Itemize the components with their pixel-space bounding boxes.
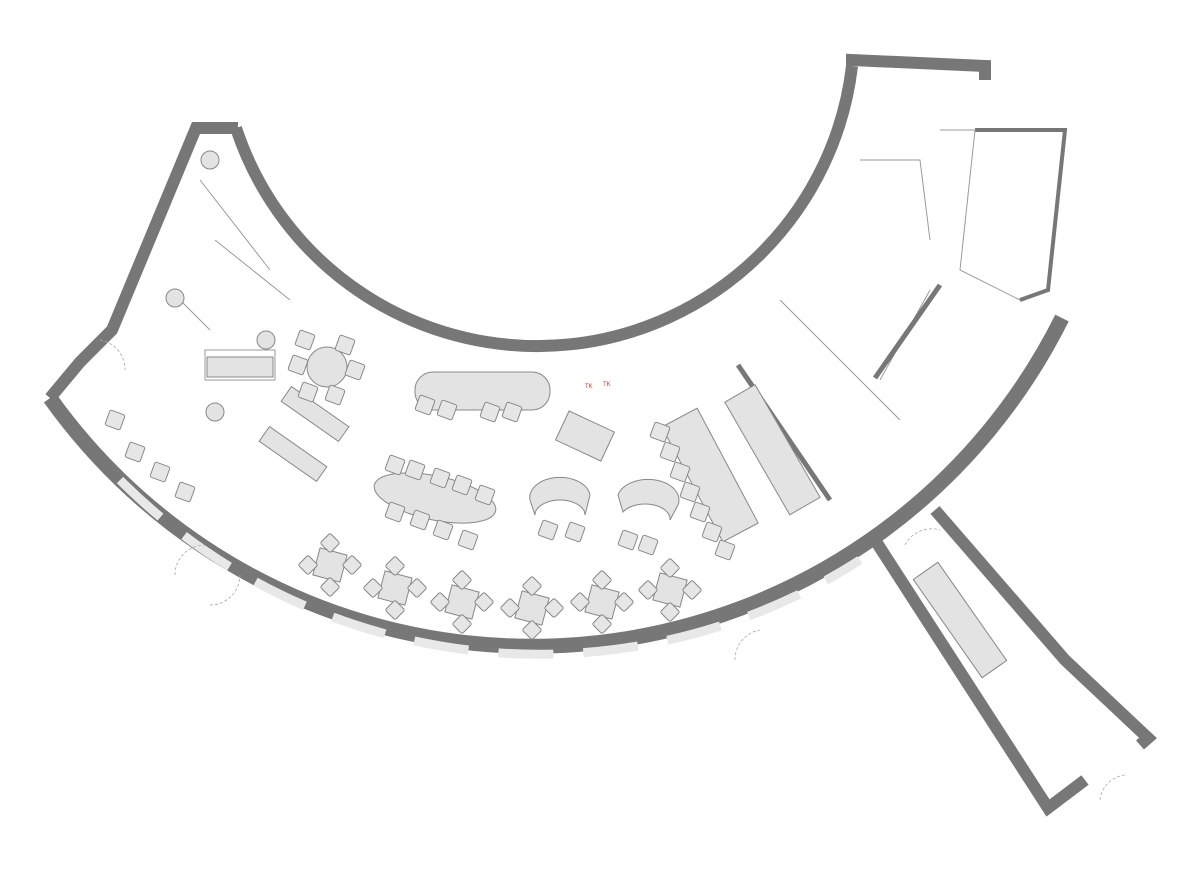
square-table <box>444 584 480 620</box>
chair <box>592 570 612 590</box>
chair <box>407 578 427 598</box>
left-partitions <box>179 179 291 381</box>
outer-windows <box>116 476 863 659</box>
chair <box>570 592 590 612</box>
chair <box>592 614 612 634</box>
round-side-table <box>200 150 220 170</box>
chair <box>638 580 658 600</box>
sofa-booth <box>529 476 591 516</box>
door-swing[interactable] <box>174 544 206 576</box>
chair <box>660 602 680 622</box>
chair <box>324 384 346 406</box>
chair <box>451 474 473 496</box>
side-table <box>554 410 616 462</box>
doors <box>99 339 1126 801</box>
annex-wall <box>859 506 1157 817</box>
chair <box>537 519 559 541</box>
left-wing-wall <box>45 122 238 402</box>
chair <box>430 592 450 612</box>
chair <box>617 529 639 551</box>
chair <box>320 533 340 553</box>
square-table <box>312 547 348 583</box>
chair <box>124 441 146 463</box>
chair <box>679 481 701 503</box>
door-swing[interactable] <box>209 574 241 606</box>
chair <box>385 600 405 620</box>
chair <box>522 620 542 640</box>
door-swing[interactable] <box>734 629 761 661</box>
door-swing[interactable] <box>99 339 126 371</box>
chair <box>689 501 711 523</box>
chair <box>384 501 406 523</box>
chair <box>682 580 702 600</box>
service-partitions <box>779 129 1021 421</box>
right-top-wall <box>846 53 991 80</box>
dining-tables <box>165 150 688 626</box>
chair <box>614 592 634 612</box>
square-table <box>584 584 620 620</box>
shelf-left-2 <box>258 425 328 483</box>
chair <box>334 334 356 356</box>
chair <box>452 614 472 634</box>
chair <box>452 570 472 590</box>
chair <box>294 329 316 351</box>
chair <box>544 598 564 618</box>
chair <box>287 354 309 376</box>
round-table <box>306 346 348 388</box>
label-tk: TK <box>603 382 611 388</box>
chair <box>479 401 501 423</box>
door-swing[interactable] <box>904 528 941 546</box>
shelf-left-1 <box>280 385 350 443</box>
door-swing[interactable] <box>1099 774 1126 801</box>
chair <box>701 521 723 543</box>
chair <box>659 441 681 463</box>
square-table <box>377 570 413 606</box>
right-outer-wall <box>975 128 1068 302</box>
chair <box>474 484 496 506</box>
chair <box>404 459 426 481</box>
chair <box>649 421 671 443</box>
chair <box>714 539 736 561</box>
round-side-table <box>165 288 185 308</box>
chair <box>436 399 458 421</box>
chair <box>174 481 196 503</box>
sofa-booth <box>617 478 680 521</box>
walls <box>43 53 1157 817</box>
chair <box>149 461 171 483</box>
label-tk: TK <box>585 384 593 390</box>
chair <box>500 598 520 618</box>
chair <box>637 534 659 556</box>
chair <box>297 381 319 403</box>
bar-counter <box>414 371 551 411</box>
chair <box>474 592 494 612</box>
outer-curved-wall <box>43 314 1069 654</box>
storage-rack <box>912 561 1008 679</box>
chair <box>344 359 366 381</box>
chair <box>457 529 479 551</box>
chair <box>429 467 451 489</box>
round-side-table <box>256 330 276 350</box>
inner-curved-wall <box>230 65 858 353</box>
chair <box>564 521 586 543</box>
chair <box>363 578 383 598</box>
square-table <box>514 590 550 626</box>
reception-desk <box>206 356 274 378</box>
chair <box>409 509 431 531</box>
chair <box>432 519 454 541</box>
chair <box>522 576 542 596</box>
chair <box>385 556 405 576</box>
chairs <box>104 329 736 640</box>
chair <box>342 555 362 575</box>
chair <box>320 577 340 597</box>
chair <box>669 461 691 483</box>
round-side-table <box>205 402 225 422</box>
chair <box>298 555 318 575</box>
kitchen-counter <box>724 384 821 516</box>
chair <box>104 409 126 431</box>
chair <box>660 558 680 578</box>
chair <box>501 401 523 423</box>
chair <box>414 394 436 416</box>
chair <box>384 454 406 476</box>
square-table <box>652 572 688 608</box>
